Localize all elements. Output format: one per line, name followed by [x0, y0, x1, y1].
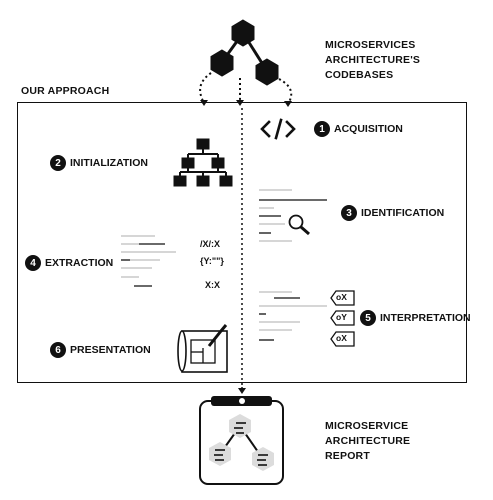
stage-initialization: 2 INITIALIZATION: [50, 155, 148, 171]
stage-extraction: 4 EXTRACTION: [25, 255, 113, 271]
source-label-line2: ARCHITECTURE'S: [325, 54, 421, 66]
stage-identification: 3 IDENTIFICATION: [341, 205, 444, 221]
stage-label: IDENTIFICATION: [361, 207, 445, 219]
approach-frame: [17, 102, 467, 383]
source-label-line1: MICROSERVICES: [325, 39, 416, 51]
output-arrowhead: [238, 388, 246, 394]
source-label-line3: CODEBASES: [325, 69, 394, 81]
stage-interpretation: 5 INTERPRETATION: [360, 310, 471, 326]
stage-number-badge: 3: [341, 205, 357, 221]
identification-lines: [259, 189, 327, 242]
stage-number-badge: 5: [360, 310, 376, 326]
stage-acquisition: 1 ACQUISITION: [314, 121, 403, 137]
stage-label: INTERPRETATION: [380, 312, 471, 324]
output-label-line2: ARCHITECTURE: [325, 435, 411, 447]
stage-label: INITIALIZATION: [70, 157, 148, 169]
stage-number-badge: 6: [50, 342, 66, 358]
extraction-code-1: /X/:X: [200, 239, 221, 249]
code-brackets-icon: [260, 118, 296, 140]
extraction-code-2: {Y:""}: [200, 256, 224, 266]
stage-presentation: 6 PRESENTATION: [50, 342, 151, 358]
blueprint-icon: [177, 324, 228, 373]
approach-title: OUR APPROACH: [21, 85, 110, 97]
extraction-code-3: X:X: [205, 280, 221, 290]
magnifier-icon: [288, 214, 310, 236]
interpretation-tag-3: oX: [336, 333, 347, 343]
codebase-hexagons-icon: [210, 19, 279, 86]
report-clipboard-icon: [199, 396, 284, 485]
tag-icon: [330, 290, 355, 347]
stage-label: PRESENTATION: [70, 344, 151, 356]
stage-number-badge: 4: [25, 255, 41, 271]
interpretation-tag-1: oX: [336, 292, 347, 302]
extraction-lines: [121, 235, 176, 287]
interpretation-lines: [259, 291, 327, 341]
stage-number-badge: 1: [314, 121, 330, 137]
hierarchy-icon: [173, 138, 233, 187]
stage-label: ACQUISITION: [334, 123, 403, 135]
output-label-line3: REPORT: [325, 450, 370, 462]
stage-number-badge: 2: [50, 155, 66, 171]
output-label-line1: MICROSERVICE: [325, 420, 409, 432]
interpretation-tag-2: oY: [336, 312, 347, 322]
stage-label: EXTRACTION: [45, 257, 114, 269]
